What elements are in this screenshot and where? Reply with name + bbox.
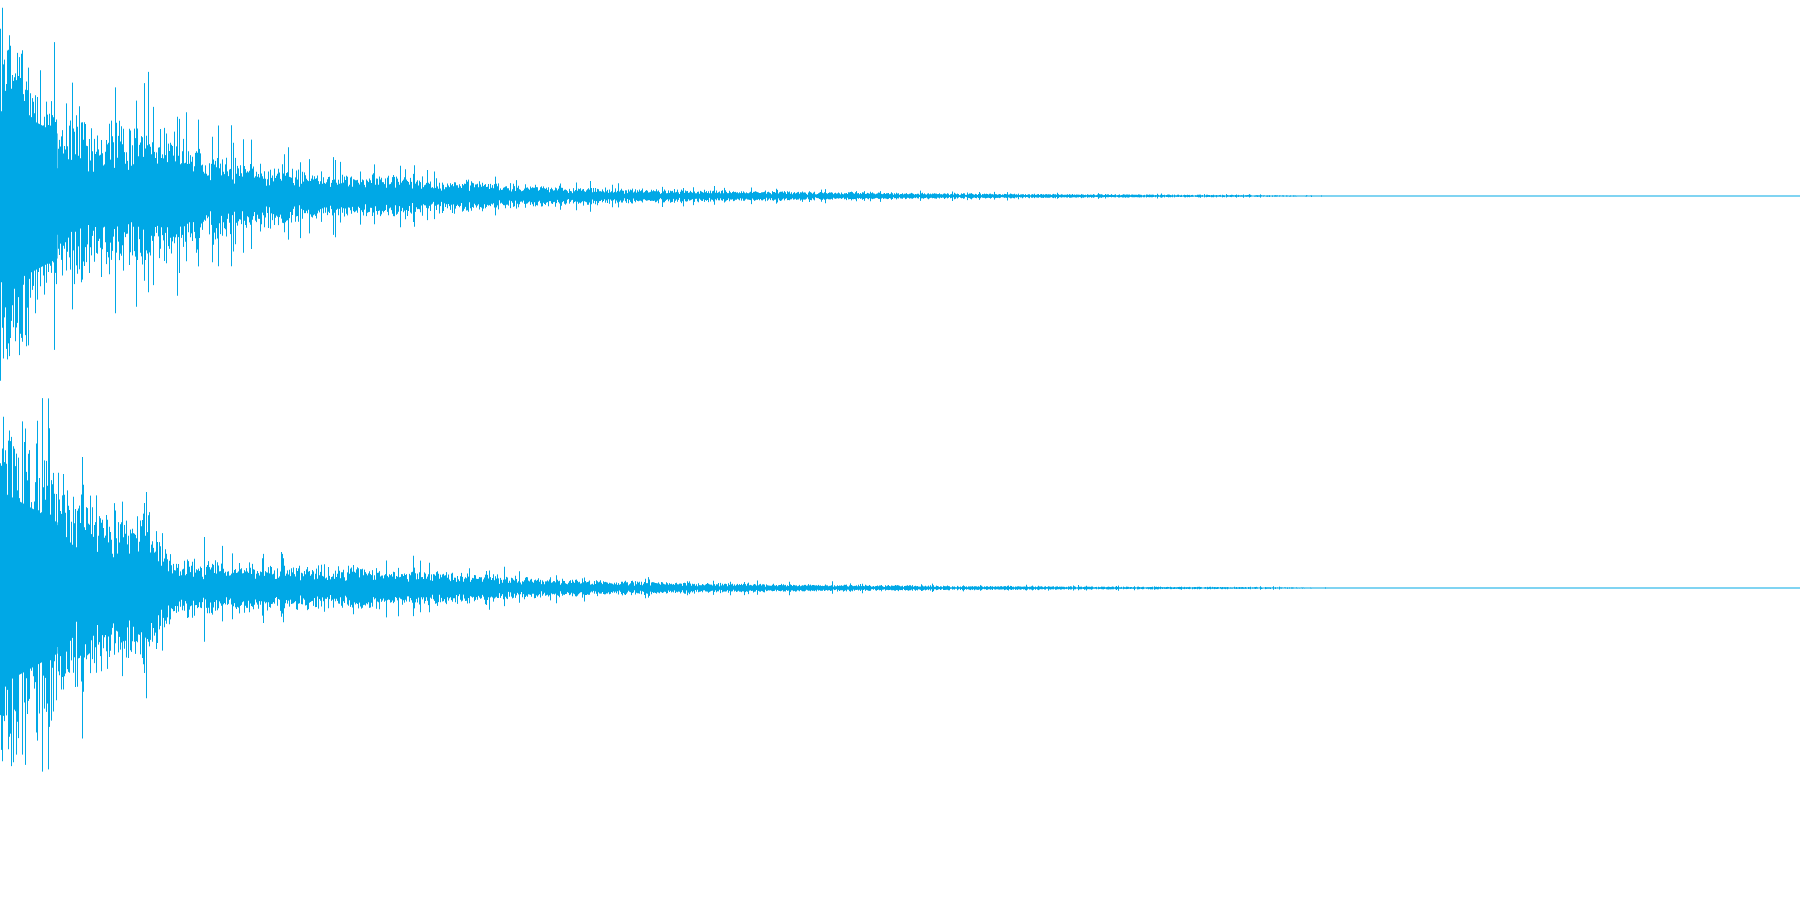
channel-1-attack xyxy=(0,106,58,286)
channel-2-signal xyxy=(0,398,1360,772)
channel-2-waveform xyxy=(0,398,1800,772)
channel-1-waveform xyxy=(0,7,1800,381)
channel-2-attack xyxy=(0,494,58,682)
channel-1-signal xyxy=(0,7,1360,381)
